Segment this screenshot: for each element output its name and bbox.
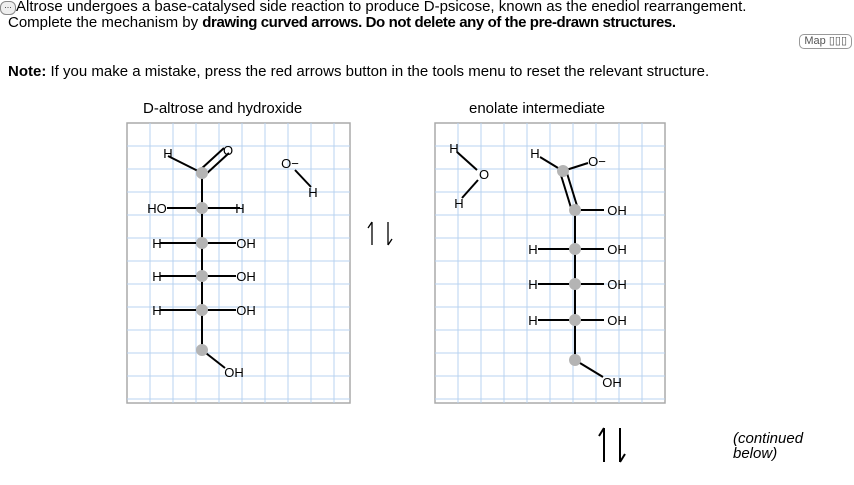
carbon-node[interactable] (569, 243, 581, 255)
atom-label[interactable]: H (528, 242, 537, 257)
carbon-node[interactable] (557, 165, 569, 177)
atom-label[interactable]: H (152, 236, 161, 251)
bond[interactable] (559, 171, 573, 212)
atom-label[interactable]: O (479, 167, 489, 182)
bond[interactable] (199, 147, 225, 171)
carbon-node[interactable] (196, 202, 208, 214)
carbon-node[interactable] (569, 354, 581, 366)
carbon-node[interactable] (196, 167, 208, 179)
carbon-node[interactable] (196, 237, 208, 249)
atom-label[interactable]: H (530, 146, 539, 161)
atom-label[interactable]: H (454, 196, 463, 211)
bond[interactable] (167, 155, 203, 174)
panel-2-grid[interactable] (434, 122, 666, 404)
note-label: Note: (8, 63, 47, 80)
bond[interactable] (565, 169, 579, 210)
atom-label[interactable]: O− (281, 156, 299, 171)
atom-label[interactable]: OH (607, 203, 627, 218)
bond[interactable] (461, 179, 479, 199)
question-line2: Complete the mechanism by drawing curved… (8, 15, 676, 30)
instruction-bold: drawing curved arrows. (202, 14, 362, 31)
instruction-bold-2: Do not delete any of the pre-drawn struc… (361, 14, 676, 31)
atom-label[interactable]: H (163, 146, 172, 161)
panel-1-grid[interactable] (126, 122, 351, 404)
atom-label[interactable]: H (449, 141, 458, 156)
atom-label[interactable]: OH (236, 303, 256, 318)
map-label: Map (804, 35, 826, 47)
carbon-node[interactable] (569, 278, 581, 290)
atom-label[interactable]: H (528, 277, 537, 292)
equilibrium-arrow-1 (367, 221, 393, 246)
bond[interactable] (456, 151, 478, 171)
panel-1-caption: D-altrose and hydroxide (143, 100, 303, 117)
bond[interactable] (294, 169, 312, 188)
atom-label[interactable]: OH (607, 313, 627, 328)
continued-note: (continued below) (733, 430, 804, 462)
carbon-node[interactable] (569, 204, 581, 216)
atom-label[interactable]: H (152, 269, 161, 284)
atom-label[interactable]: H (235, 201, 244, 216)
question-line1: Altrose undergoes a base-catalysed side … (16, 0, 747, 15)
atom-label[interactable]: O (223, 143, 233, 158)
atom-label[interactable]: H (528, 313, 537, 328)
map-button[interactable]: Map ▯▯▯ (799, 34, 852, 49)
atom-label[interactable]: H (308, 185, 317, 200)
instruction-text: Complete the mechanism by (8, 14, 203, 31)
atom-label[interactable]: OH (607, 242, 627, 257)
panel-2-caption: enolate intermediate (469, 100, 605, 117)
atom-label[interactable]: H (152, 303, 161, 318)
atom-label[interactable]: OH (236, 236, 256, 251)
carbon-node[interactable] (196, 344, 208, 356)
atom-label[interactable]: HO (147, 201, 167, 216)
carbon-node[interactable] (196, 304, 208, 316)
atom-label[interactable]: O− (588, 154, 606, 169)
atom-label[interactable]: OH (224, 365, 244, 380)
atom-label[interactable]: OH (607, 277, 627, 292)
carbon-node[interactable] (196, 270, 208, 282)
note-text: If you make a mistake, press the red arr… (46, 63, 710, 80)
note: Note: If you make a mistake, press the r… (8, 63, 709, 80)
equilibrium-arrow-2 (598, 427, 626, 463)
atom-label[interactable]: OH (602, 375, 622, 390)
bond[interactable] (204, 152, 230, 176)
comment-icon[interactable]: … (0, 1, 16, 15)
atom-label[interactable]: OH (236, 269, 256, 284)
carbon-node[interactable] (569, 314, 581, 326)
